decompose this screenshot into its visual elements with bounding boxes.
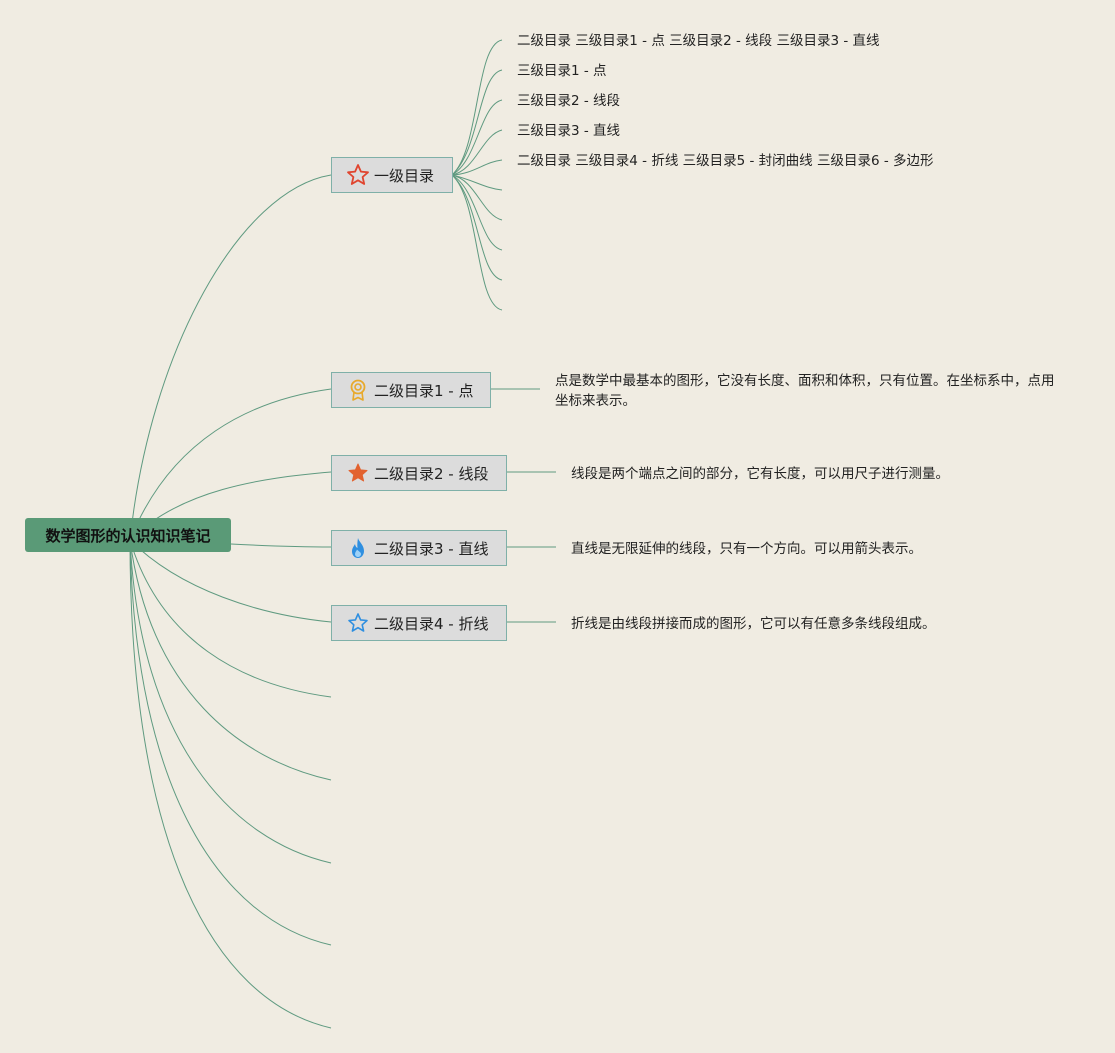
level1-child-1[interactable]: 二级目录 三级目录1 - 点 三级目录2 - 线段 三级目录3 - 直线 bbox=[517, 33, 880, 49]
medal-icon bbox=[346, 378, 370, 402]
topic-level2-4[interactable]: 二级目录4 - 折线 bbox=[331, 605, 507, 641]
desc-level2-2[interactable]: 线段是两个端点之间的部分，它有长度，可以用尺子进行测量。 bbox=[571, 466, 949, 482]
link-l1-empty-2 bbox=[451, 174, 503, 221]
topic-level2-3-label: 二级目录3 - 直线 bbox=[374, 539, 489, 558]
topic-level1-label: 一级目录 bbox=[374, 166, 435, 185]
link-root-empty-1 bbox=[129, 539, 332, 698]
link-root-empty-2 bbox=[129, 539, 332, 781]
link-root-node3 bbox=[230, 543, 332, 548]
flame-icon bbox=[346, 536, 370, 560]
desc-level2-3[interactable]: 直线是无限延伸的线段，只有一个方向。可以用箭头表示。 bbox=[571, 541, 922, 557]
link-root-empty-3 bbox=[129, 539, 332, 864]
root-topic-label: 数学图形的认识知识笔记 bbox=[45, 526, 211, 545]
topic-level2-1[interactable]: 二级目录1 - 点 bbox=[331, 372, 491, 408]
link-root-node1 bbox=[129, 388, 332, 541]
link-l1-child-4 bbox=[451, 129, 503, 176]
link-root-empty-5 bbox=[129, 539, 332, 1029]
desc-level2-1[interactable]: 点是数学中最基本的图形，它没有长度、面积和体积，只有位置。在坐标系中，点用坐标来… bbox=[555, 373, 1055, 409]
topic-level2-2-label: 二级目录2 - 线段 bbox=[374, 464, 489, 483]
link-l1-child-5 bbox=[451, 159, 503, 176]
level1-child-3[interactable]: 三级目录2 - 线段 bbox=[517, 93, 621, 109]
link-l1-empty-4 bbox=[451, 174, 503, 281]
link-root-level1 bbox=[129, 174, 332, 541]
link-l1-empty-3 bbox=[451, 174, 503, 251]
link-l1-child-1 bbox=[451, 39, 503, 176]
topic-level2-3[interactable]: 二级目录3 - 直线 bbox=[331, 530, 507, 566]
link-l1-child-3 bbox=[451, 99, 503, 176]
topic-level2-2[interactable]: 二级目录2 - 线段 bbox=[331, 455, 507, 491]
filled-star-icon bbox=[346, 461, 370, 485]
link-root-node4 bbox=[129, 539, 332, 623]
root-topic[interactable]: 数学图形的认识知识笔记 bbox=[25, 518, 231, 552]
link-l1-empty-5 bbox=[451, 174, 503, 311]
level1-child-2[interactable]: 三级目录1 - 点 bbox=[517, 63, 607, 79]
topic-level2-4-label: 二级目录4 - 折线 bbox=[374, 614, 489, 633]
link-l1-child-2 bbox=[451, 69, 503, 176]
topic-level1[interactable]: 一级目录 bbox=[331, 157, 453, 193]
topic-level2-1-label: 二级目录1 - 点 bbox=[374, 381, 474, 400]
blue-star-outline-icon bbox=[346, 611, 370, 635]
level1-child-4[interactable]: 三级目录3 - 直线 bbox=[517, 123, 621, 139]
desc-level2-4[interactable]: 折线是由线段拼接而成的图形，它可以有任意多条线段组成。 bbox=[571, 616, 936, 632]
level1-child-5[interactable]: 二级目录 三级目录4 - 折线 三级目录5 - 封闭曲线 三级目录6 - 多边形 bbox=[517, 153, 934, 169]
link-root-empty-4 bbox=[129, 539, 332, 946]
star-outline-icon bbox=[346, 163, 370, 187]
